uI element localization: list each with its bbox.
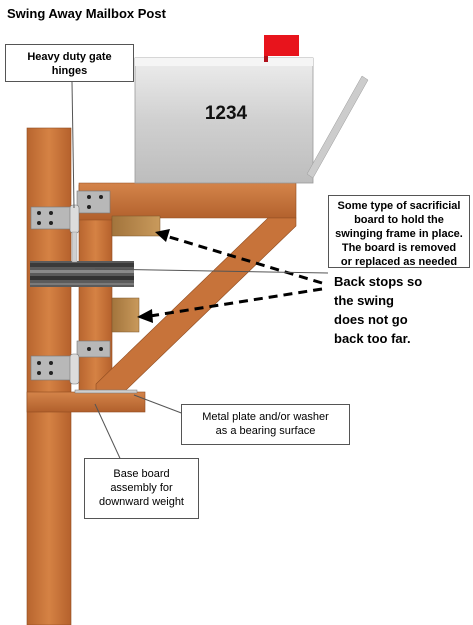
lower-arrowhead	[137, 309, 153, 323]
metal-plate	[74, 389, 138, 394]
upper-back-stop	[111, 215, 161, 237]
upper-arrowhead	[155, 229, 170, 242]
callout-hinges: Heavy duty gate hinges	[5, 44, 134, 82]
diagram-title: Swing Away Mailbox Post	[7, 6, 166, 21]
mailbox	[134, 57, 314, 184]
callout-base-board: Base board assembly for downward weight	[84, 458, 199, 519]
upper-hinge	[30, 190, 111, 234]
top-arm	[78, 182, 297, 221]
mailbox-flag	[264, 35, 299, 62]
callout-sacrificial-board: Some type of sacrificial board to hold t…	[328, 195, 470, 268]
back-stop-arrows	[149, 234, 323, 318]
mailbox-door-lever	[306, 75, 369, 179]
lower-back-stop	[111, 297, 140, 333]
sacrificial-board	[30, 261, 134, 287]
callout-metal-plate: Metal plate and/or washer as a bearing s…	[181, 404, 350, 445]
leader-lines	[71, 81, 329, 468]
base-board	[26, 391, 146, 413]
callout-back-stops: Back stops so the swing does not go back…	[330, 272, 458, 356]
mailbox-number: 1234	[204, 103, 248, 124]
lower-hinge	[30, 340, 111, 385]
